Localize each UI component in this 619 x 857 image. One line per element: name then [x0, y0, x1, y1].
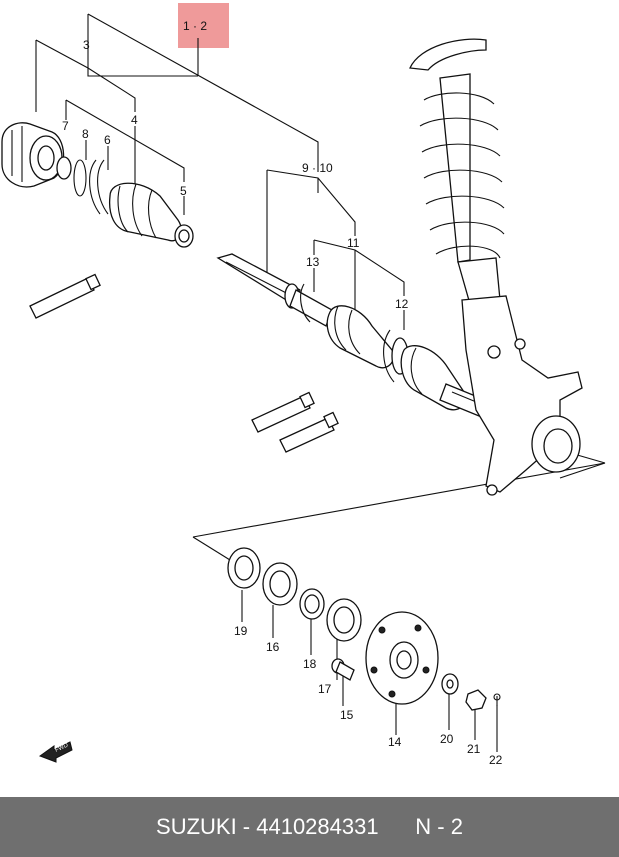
- label-16: 16: [266, 640, 280, 654]
- clamp-7: [56, 156, 72, 180]
- grease-tube-mid-2: [279, 411, 339, 453]
- bearing-16: [262, 562, 298, 606]
- band-5: [174, 224, 194, 248]
- bolt-15: [331, 658, 355, 681]
- hub-14: [365, 611, 439, 705]
- label-17: 17: [318, 682, 332, 696]
- fwd-arrow-icon: FWD: [38, 741, 73, 763]
- label-13: 13: [306, 255, 320, 269]
- grease-tube-left: [29, 273, 101, 319]
- label-5: 5: [180, 184, 187, 198]
- highlight-box: [178, 3, 229, 48]
- leader-lines: [35, 13, 606, 752]
- parts-diagram: FWD 1 · 2 3 4 5 6 7 8 9 · 10 11 12 13 14…: [1, 3, 606, 767]
- label-20: 20: [440, 732, 454, 746]
- label-18: 18: [303, 657, 317, 671]
- outer-cv-joint: [1, 122, 65, 188]
- part-labels: 1 · 2 3 4 5 6 7 8 9 · 10 11 12 13 14 15 …: [62, 19, 503, 767]
- label-9-10: 9 · 10: [302, 161, 333, 175]
- clip-13: [300, 283, 311, 323]
- bearing-17: [326, 598, 362, 642]
- ring-8: [73, 159, 87, 197]
- label-21: 21: [467, 742, 481, 756]
- pin-22: [493, 693, 501, 706]
- label-3: 3: [83, 38, 90, 52]
- label-6: 6: [104, 133, 111, 147]
- footer-bar: SUZUKI - 4410284331 N - 2: [0, 797, 619, 857]
- clip-12: [383, 329, 395, 383]
- label-22: 22: [489, 753, 503, 767]
- seal-19: [227, 547, 261, 589]
- footer-code: N - 2: [415, 814, 463, 839]
- clip-6: [89, 159, 109, 215]
- strut-assembly: [409, 38, 583, 496]
- label-8: 8: [82, 127, 89, 141]
- grease-tube-mid-1: [251, 391, 315, 433]
- label-12: 12: [395, 297, 409, 311]
- label-7: 7: [62, 119, 69, 133]
- washer-20: [441, 673, 459, 695]
- label-1-2: 1 · 2: [183, 19, 207, 33]
- label-15: 15: [340, 708, 354, 722]
- label-11: 11: [347, 236, 360, 250]
- label-14: 14: [388, 735, 402, 749]
- footer-spacer: [379, 814, 416, 840]
- fwd-label: FWD: [54, 742, 70, 753]
- nut-21: [465, 689, 487, 711]
- spacer-18: [299, 588, 325, 620]
- boot-4: [108, 182, 182, 242]
- footer-brand: SUZUKI - 4410284331: [156, 814, 379, 839]
- label-19: 19: [234, 624, 248, 638]
- label-4: 4: [131, 113, 138, 127]
